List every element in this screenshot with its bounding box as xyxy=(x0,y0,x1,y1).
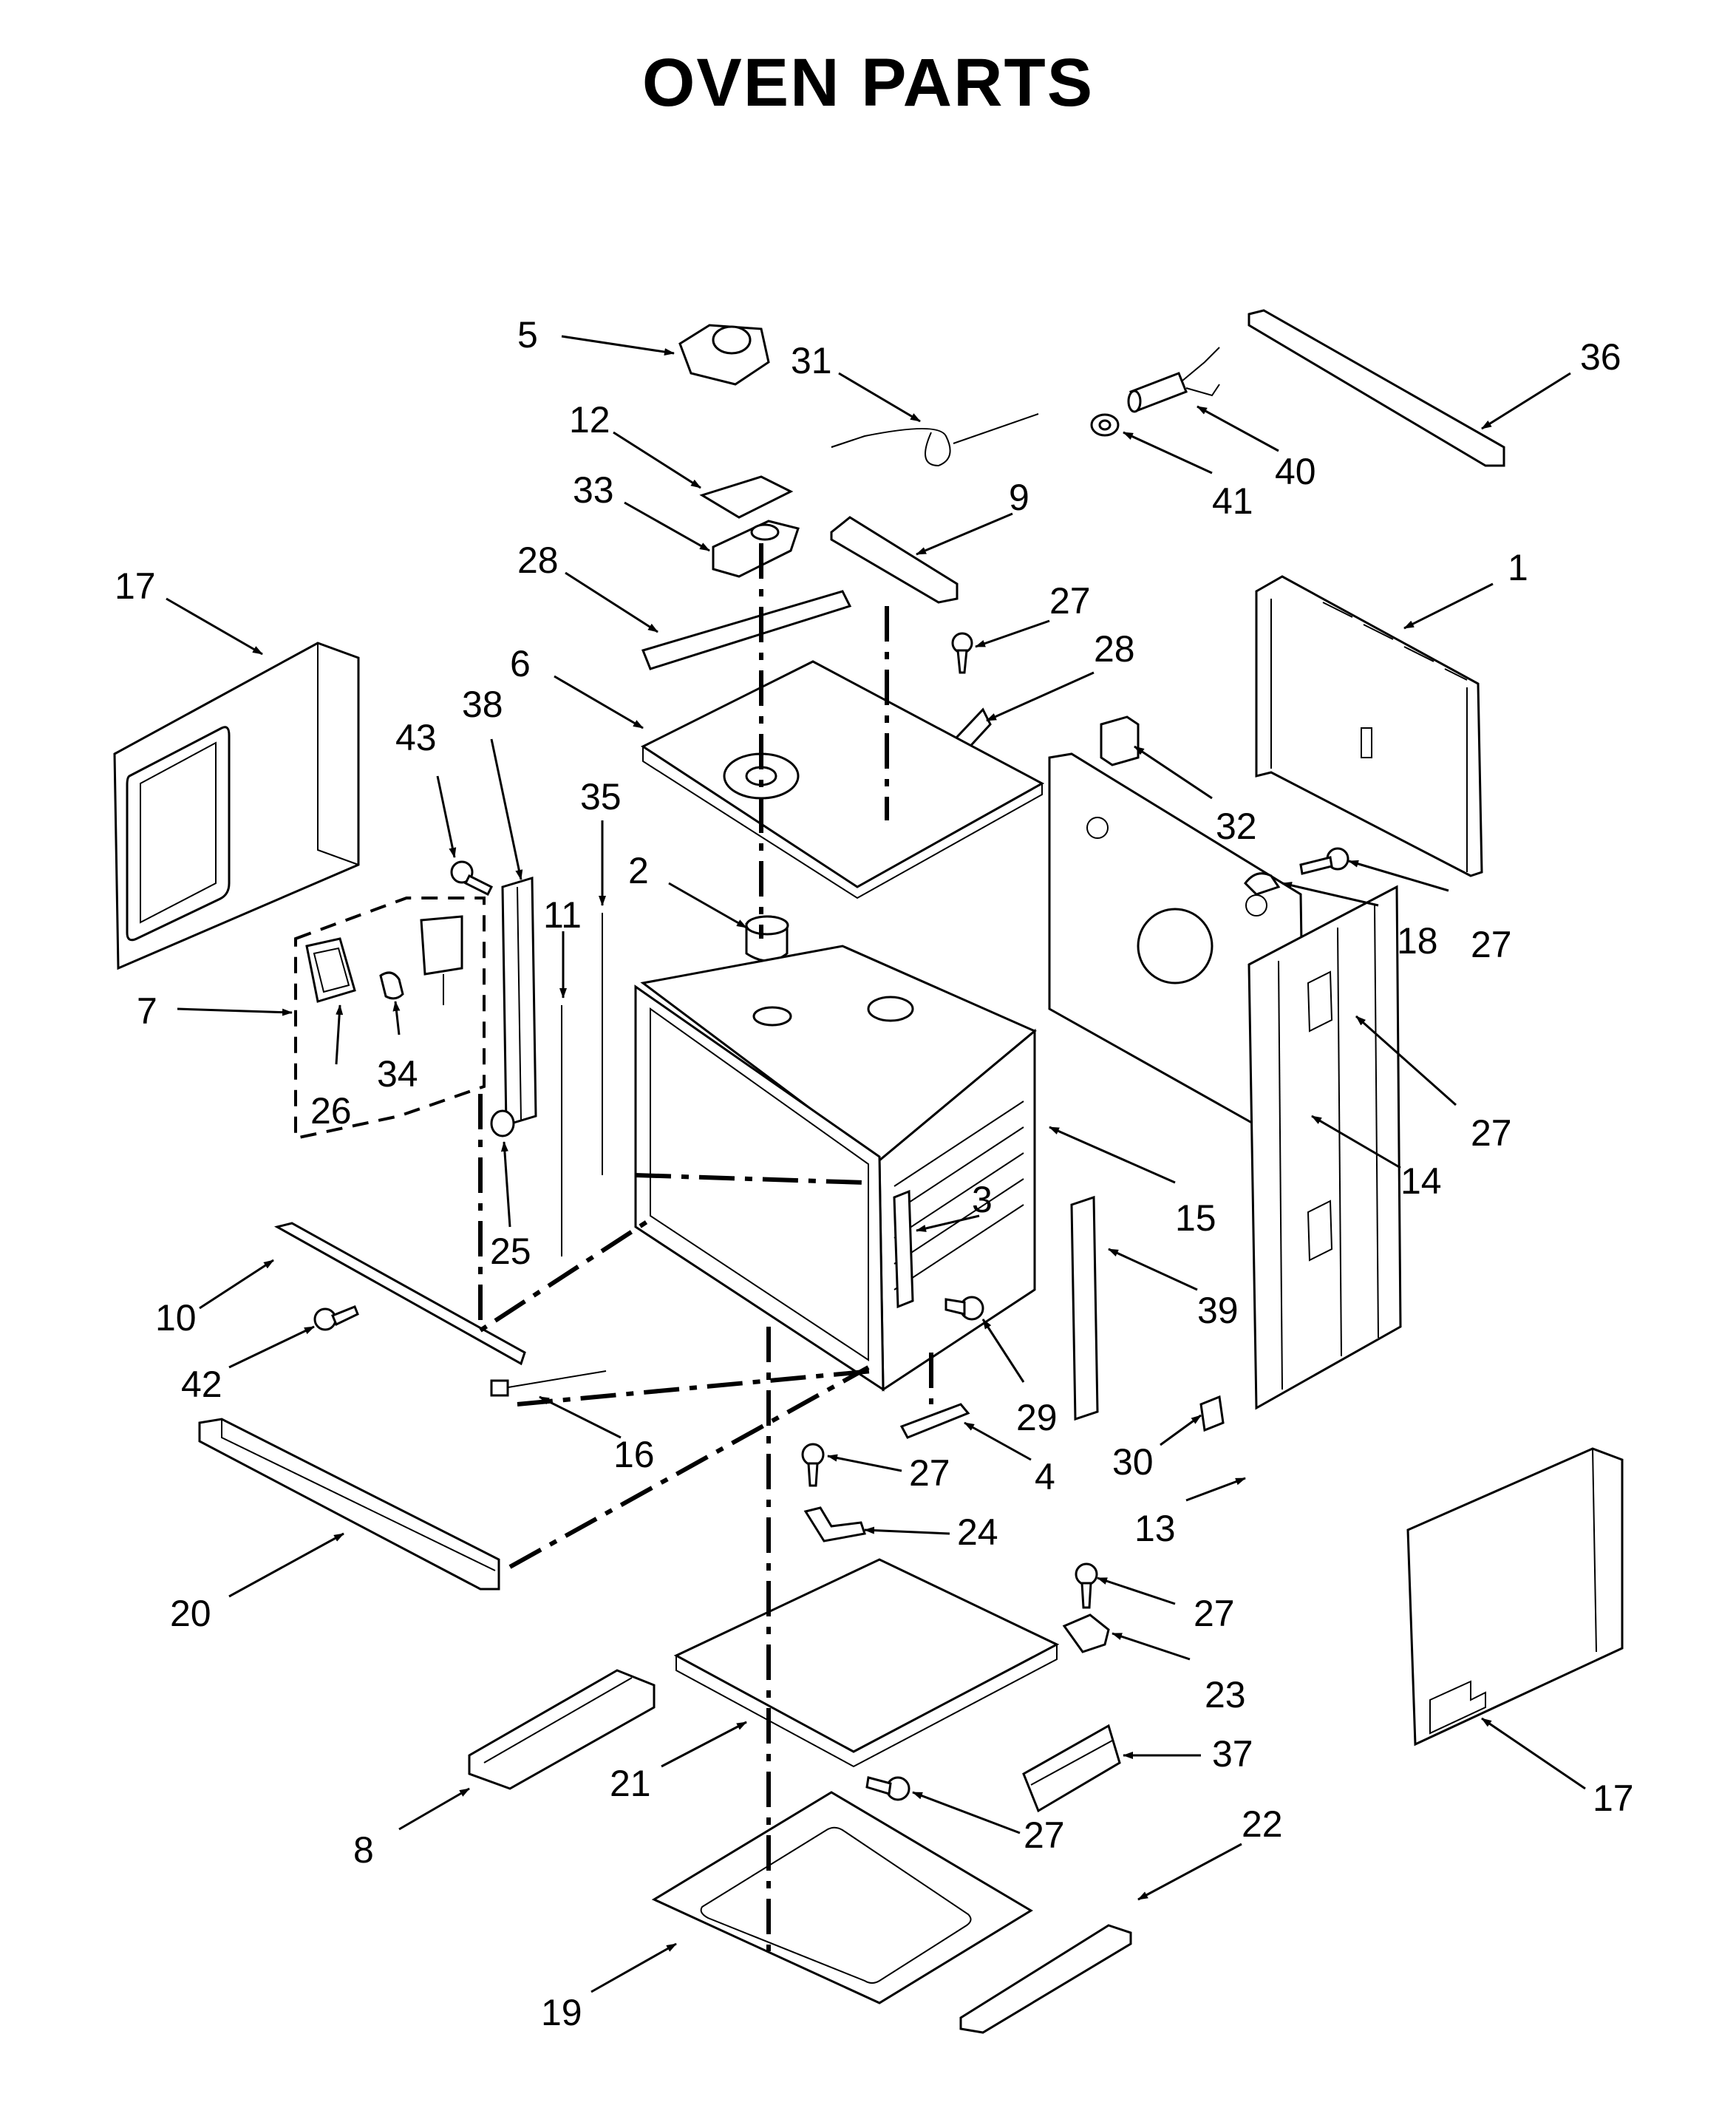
callout-13: 13 xyxy=(1134,1508,1176,1549)
callout-15: 15 xyxy=(1175,1197,1216,1239)
callout-37: 37 xyxy=(1212,1733,1253,1775)
callout-33: 33 xyxy=(573,469,614,511)
part-21-bottom-board xyxy=(673,1558,1060,1768)
part-1-back-panel xyxy=(1255,575,1483,877)
callout-1: 1 xyxy=(1508,547,1528,588)
part-40-cylinder xyxy=(1127,347,1220,413)
callout-39: 39 xyxy=(1197,1290,1239,1331)
part-41-nut xyxy=(1090,413,1120,437)
part-19-bottom-pan xyxy=(651,1791,1033,2004)
part-42-screw xyxy=(313,1305,359,1331)
callout-41: 41 xyxy=(1212,480,1253,522)
callout-26: 26 xyxy=(310,1090,352,1132)
part-7-control-assembly xyxy=(294,897,486,1140)
callout-5: 5 xyxy=(517,314,538,356)
callout-9: 9 xyxy=(1009,477,1029,518)
callout-20: 20 xyxy=(170,1593,211,1634)
callout-28-upper: 28 xyxy=(517,540,559,581)
part-30-clip xyxy=(1199,1395,1225,1432)
part-29-screw xyxy=(944,1296,984,1321)
page-title: OVEN PARTS xyxy=(641,45,1095,120)
part-27-screw-c xyxy=(1299,847,1349,875)
part-6-top-cover xyxy=(640,660,1045,899)
part-2-blower xyxy=(745,915,789,962)
callout-17-left: 17 xyxy=(115,565,156,607)
part-27-screw-e xyxy=(1075,1562,1098,1609)
callout-18: 18 xyxy=(1397,920,1438,962)
callout-27-c: 27 xyxy=(1471,1112,1512,1154)
part-15-oven-cavity xyxy=(634,945,1037,1392)
part-27-screw-b xyxy=(801,1443,825,1487)
part-38-trim xyxy=(501,876,537,1127)
callout-27-f: 27 xyxy=(1024,1814,1065,1856)
part-39-strip xyxy=(1070,1195,1099,1421)
callout-4: 4 xyxy=(1035,1456,1055,1497)
part-17-left-side-panel xyxy=(113,642,360,970)
part-32-box xyxy=(1100,715,1140,766)
callout-19: 19 xyxy=(541,1992,582,2033)
part-28-upper-trim xyxy=(641,590,852,670)
part-18-bracket xyxy=(1244,872,1281,896)
callout-42: 42 xyxy=(181,1364,222,1405)
callout-21: 21 xyxy=(610,1763,651,1804)
part-5-switch xyxy=(678,324,770,386)
callout-35: 35 xyxy=(580,776,622,817)
callout-7: 7 xyxy=(137,990,157,1032)
callout-27-d: 27 xyxy=(909,1452,950,1494)
part-36-top-trim xyxy=(1247,309,1505,467)
callout-23: 23 xyxy=(1205,1674,1246,1715)
part-22-rail xyxy=(959,1924,1132,2034)
part-37-bracket xyxy=(1022,1724,1121,1813)
part-16-sensor xyxy=(490,1370,607,1397)
callout-40: 40 xyxy=(1275,451,1316,492)
part-8-bracket xyxy=(468,1669,656,1790)
callout-38: 38 xyxy=(462,684,503,725)
part-31-probe xyxy=(831,413,1039,467)
callout-27-b: 27 xyxy=(1471,924,1512,965)
callout-17-right: 17 xyxy=(1593,1778,1634,1819)
assembly-lines xyxy=(478,543,933,1951)
part-4-bracket xyxy=(899,1403,970,1439)
part-23-bracket xyxy=(1062,1613,1110,1653)
callout-16: 16 xyxy=(613,1434,655,1475)
part-24-bracket xyxy=(803,1506,866,1543)
part-13-side-panel xyxy=(1247,885,1402,1410)
part-33-bracket xyxy=(712,520,800,578)
part-10-bottom-trim xyxy=(273,1222,526,1366)
part-3-bracket xyxy=(893,1189,914,1309)
part-27-screw-a xyxy=(951,632,973,674)
part-43-screw xyxy=(450,860,494,897)
callout-11: 11 xyxy=(543,894,582,936)
callout-14: 14 xyxy=(1400,1160,1442,1202)
part-9-trim xyxy=(830,516,959,604)
callout-43: 43 xyxy=(395,717,437,758)
callout-22: 22 xyxy=(1242,1803,1283,1845)
callout-27-e: 27 xyxy=(1194,1593,1235,1634)
part-20-front-sill xyxy=(198,1418,500,1591)
callout-25: 25 xyxy=(490,1231,531,1272)
callout-28-lower: 28 xyxy=(1094,628,1135,670)
callout-32: 32 xyxy=(1216,806,1257,847)
callout-6: 6 xyxy=(510,643,531,684)
callout-2: 2 xyxy=(628,850,649,891)
part-17-right-side-panel xyxy=(1406,1447,1624,1746)
callout-27-a: 27 xyxy=(1049,580,1091,622)
callout-24: 24 xyxy=(957,1511,998,1553)
callout-31: 31 xyxy=(791,340,832,381)
callout-8: 8 xyxy=(353,1829,374,1871)
part-12-bracket xyxy=(699,475,794,519)
callout-36: 36 xyxy=(1580,336,1621,378)
callout-29: 29 xyxy=(1016,1397,1058,1438)
callout-10: 10 xyxy=(155,1297,197,1339)
part-25-knob xyxy=(490,1109,515,1137)
callout-34: 34 xyxy=(377,1053,418,1095)
part-27-screw-f xyxy=(865,1776,910,1801)
callout-12: 12 xyxy=(569,399,610,441)
callout-30: 30 xyxy=(1112,1441,1154,1483)
callout-3: 3 xyxy=(972,1179,993,1220)
